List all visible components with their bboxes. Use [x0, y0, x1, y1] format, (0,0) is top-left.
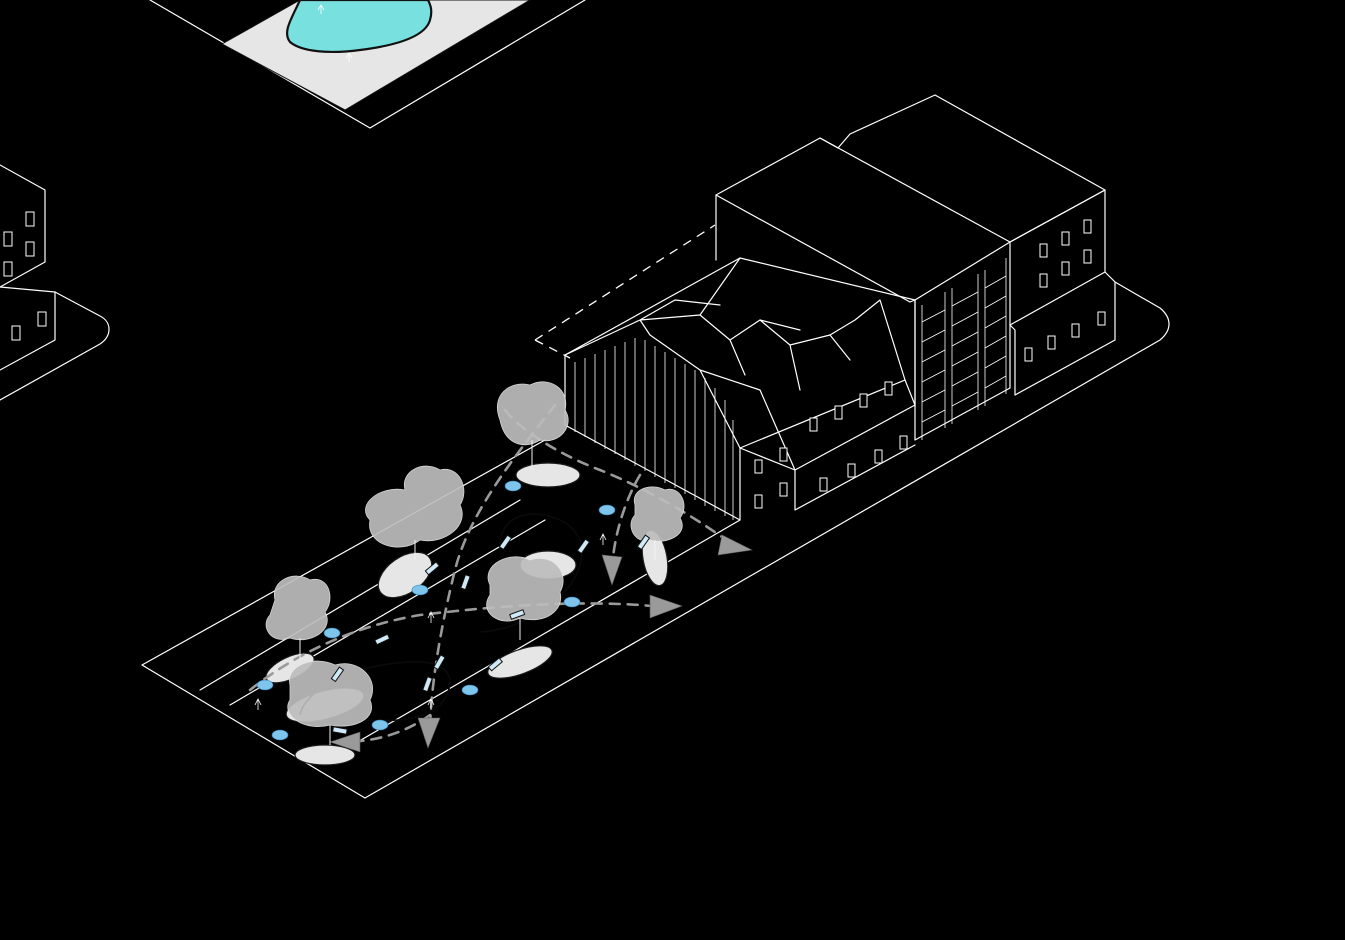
- facade-right-lower: [1009, 271, 1116, 396]
- bench: [487, 657, 503, 672]
- curtain-wall-transoms: [921, 275, 1007, 423]
- benches: [330, 534, 651, 735]
- small-arrow-icon: [427, 698, 435, 710]
- small-arrow-icon: [254, 698, 262, 710]
- small-arrow-icon: [427, 611, 435, 623]
- small-arrows: [254, 533, 607, 710]
- sawtooth-hall: [564, 257, 916, 521]
- left-building-lower: [0, 286, 56, 371]
- tree: [365, 465, 465, 560]
- pool-block-outline: [149, 0, 586, 129]
- bench: [374, 633, 391, 646]
- hall-vertical-fins: [574, 338, 734, 520]
- folded-roof-lines: [564, 257, 906, 471]
- path-arrow: [248, 602, 677, 692]
- puddle: [323, 627, 341, 639]
- arrow-head-icon: [649, 594, 683, 619]
- small-arrow-icon: [599, 533, 607, 545]
- bench: [424, 561, 440, 576]
- main-building-roof: [715, 94, 1106, 303]
- arrow-head-icon: [601, 554, 623, 586]
- bench: [509, 609, 526, 620]
- puddle: [371, 719, 389, 731]
- circulation-arrows: [248, 403, 753, 753]
- roof-ridge: [819, 137, 1011, 243]
- puddle: [271, 729, 289, 741]
- puddle: [504, 480, 522, 492]
- arrow-head-icon: [417, 717, 441, 749]
- puddle: [411, 584, 429, 596]
- main-building: [715, 94, 1116, 441]
- puddle: [563, 596, 581, 608]
- pool-water: [285, 0, 433, 54]
- tree: [486, 556, 564, 640]
- bench: [498, 534, 513, 551]
- mound: [515, 462, 581, 488]
- hall-mass: [564, 257, 916, 521]
- right-facade-windows: [1024, 219, 1106, 362]
- left-building-sidewalk: [0, 291, 110, 401]
- puddle: [461, 684, 479, 696]
- puddle: [256, 679, 274, 691]
- property-line-dashed: [534, 339, 571, 359]
- facade-right-upper: [1009, 189, 1106, 326]
- bench: [460, 574, 471, 591]
- curtain-wall-mullions: [921, 258, 1007, 440]
- pool-arrow-icon: [317, 4, 325, 14]
- arrow-head-icon: [717, 534, 753, 556]
- bench: [332, 726, 348, 735]
- path-arrow: [503, 408, 742, 552]
- tree: [497, 381, 569, 470]
- hall-windows: [754, 381, 908, 509]
- pool-arrow-icon: [345, 52, 353, 62]
- bench: [330, 666, 345, 683]
- arrow-head-icon: [329, 731, 361, 753]
- window: [11, 325, 21, 341]
- hall-annex: [794, 444, 916, 511]
- left-building-upper: [0, 164, 46, 288]
- site-outline: [141, 224, 1170, 799]
- hall-eave: [739, 379, 916, 449]
- window: [25, 241, 35, 257]
- tree: [630, 486, 685, 560]
- bench: [422, 676, 433, 693]
- plaza-back-edge: [141, 439, 546, 666]
- tree: [265, 575, 331, 660]
- puddle: [598, 504, 616, 516]
- window: [3, 231, 13, 247]
- trees: [265, 381, 685, 745]
- pool-block: [149, 0, 586, 129]
- left-building: [0, 164, 110, 401]
- bench: [576, 538, 591, 555]
- path-arrow: [428, 403, 557, 737]
- window: [3, 261, 13, 277]
- plaza-front-edge: [329, 519, 741, 759]
- sidewalk-edge: [141, 281, 1170, 799]
- mound: [294, 744, 356, 766]
- puddles: [256, 480, 616, 741]
- mound: [377, 551, 433, 599]
- window: [25, 211, 35, 227]
- mound: [487, 645, 553, 679]
- bench: [433, 654, 446, 671]
- bench: [636, 534, 651, 551]
- window: [37, 311, 47, 327]
- tree: [287, 660, 373, 745]
- property-line-dashed: [534, 224, 716, 341]
